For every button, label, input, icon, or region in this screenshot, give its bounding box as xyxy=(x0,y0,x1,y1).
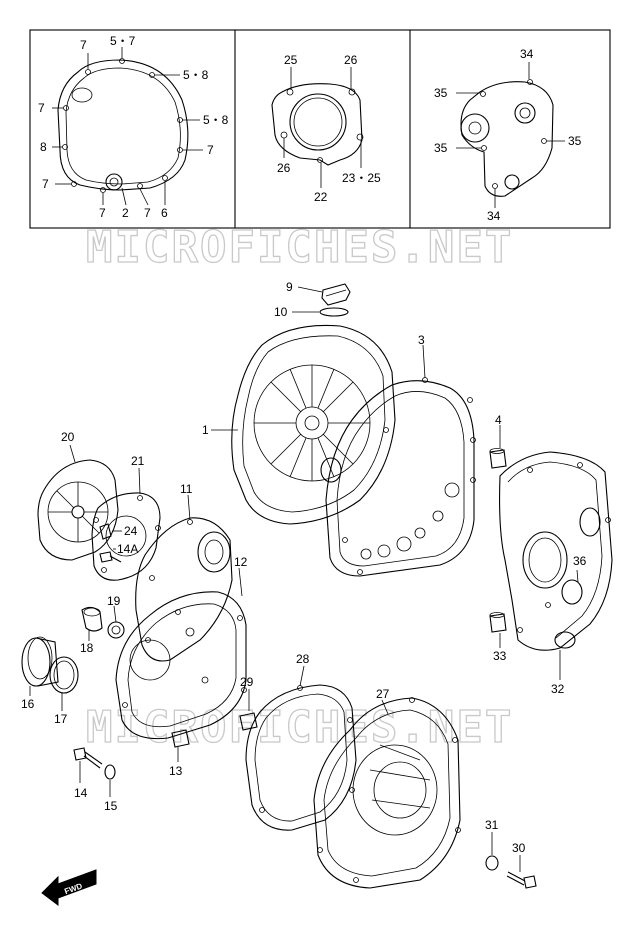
inset-left-label-7-bl: 7 xyxy=(42,177,49,191)
part-label-36: 36 xyxy=(573,554,587,568)
part-label-3: 3 xyxy=(418,333,425,347)
part-label-18: 18 xyxy=(80,641,94,655)
part-label-19: 19 xyxy=(107,594,121,608)
inset-mid-label-22: 22 xyxy=(314,190,328,204)
generator-gasket-28: 28 xyxy=(245,652,357,831)
oil-filler-cap: 9 10 xyxy=(274,280,351,319)
clutch-cover: 1 xyxy=(202,324,396,525)
part-label-29: 29 xyxy=(240,675,254,689)
inset-right-cover: 34 35 35 35 34 xyxy=(434,47,582,223)
pump-gasket: 21 24 14A xyxy=(91,454,161,581)
part-label-31: 31 xyxy=(485,818,499,832)
fitting-18: 18 xyxy=(80,606,103,655)
inset-right-label-35-right: 35 xyxy=(568,134,582,148)
part-label-33: 33 xyxy=(493,649,507,663)
generator-cover-27: 27 xyxy=(313,687,461,889)
inset-left-label-5-8-top: 5・8 xyxy=(183,68,209,82)
part-label-12: 12 xyxy=(234,555,248,569)
part-label-13: 13 xyxy=(169,764,183,778)
inset-mid-label-25: 25 xyxy=(284,53,298,67)
inset-left-label-5-8-right: 5・8 xyxy=(203,113,229,127)
watermark-bottom: MICROFICHES.NET xyxy=(86,702,513,753)
pump-gasket-12: 12 xyxy=(115,555,248,740)
water-pump-cover: 20 xyxy=(37,430,119,561)
part-label-15: 15 xyxy=(104,799,118,813)
part-label-1: 1 xyxy=(202,423,209,437)
dowel-pin-33: 33 xyxy=(489,612,507,663)
o-ring-19: 19 xyxy=(107,594,125,639)
inset-right-label-34-bottom: 34 xyxy=(487,209,501,223)
part-label-4: 4 xyxy=(495,413,502,427)
generator-cover-32: 36 32 xyxy=(499,451,613,696)
pump-body-11: 11 xyxy=(135,482,233,662)
bolt-14: 14 xyxy=(73,747,103,800)
forward-arrow-icon: FWD xyxy=(41,869,97,906)
inset-mid-label-23-25: 23・25 xyxy=(342,171,381,185)
inset-frame xyxy=(29,29,611,229)
part-label-24: 24 xyxy=(124,524,138,538)
part-label-14: 14 xyxy=(74,786,88,800)
part-label-32: 32 xyxy=(551,682,565,696)
inset-left-label-8: 8 xyxy=(40,140,47,154)
part-label-16: 16 xyxy=(21,697,35,711)
part-label-30: 30 xyxy=(512,841,526,855)
part-label-28: 28 xyxy=(296,652,310,666)
part-label-9: 9 xyxy=(286,280,293,294)
inset-right-label-35-top: 35 xyxy=(434,86,448,100)
dowel-pin-4: 4 xyxy=(489,413,507,469)
part-label-14A: 14A xyxy=(117,542,138,556)
bolt-30: 30 xyxy=(506,841,537,889)
watermark-top: MICROFICHES.NET xyxy=(86,222,513,273)
clutch-cover-gasket: 3 xyxy=(325,333,476,577)
inset-mid-cover: 25 26 26 23・25 22 xyxy=(271,53,381,204)
inset-left-label-5-7: 5・7 xyxy=(110,34,136,48)
dowel-pin-13: 13 xyxy=(169,729,190,778)
inset-left-label-7-top: 7 xyxy=(80,38,87,52)
inset-left-label-2: 2 xyxy=(122,206,129,220)
inset-left-label-6: 6 xyxy=(161,206,168,220)
inset-left-label-7-left: 7 xyxy=(38,101,45,115)
inset-right-label-35-left: 35 xyxy=(434,141,448,155)
washer-15: 15 xyxy=(104,764,118,813)
part-label-10: 10 xyxy=(274,305,288,319)
inset-left-label-7-b1: 7 xyxy=(99,206,106,220)
inset-left-label-7-right: 7 xyxy=(207,143,214,157)
part-label-20: 20 xyxy=(61,430,75,444)
inset-mid-label-26-bottom: 26 xyxy=(277,161,291,175)
o-ring-17: 17 xyxy=(49,656,79,726)
inset-right-label-34-top: 34 xyxy=(520,47,534,61)
seal-16: 16 xyxy=(21,636,59,711)
inset-mid-label-26-top: 26 xyxy=(344,53,358,67)
part-label-21: 21 xyxy=(131,454,145,468)
part-label-11: 11 xyxy=(180,482,193,496)
washer-31: 31 xyxy=(485,818,499,871)
part-label-17: 17 xyxy=(54,712,68,726)
inset-left-label-7-b2: 7 xyxy=(144,206,151,220)
part-label-27: 27 xyxy=(376,687,390,701)
inset-left-cover: 5・7 7 5・8 7 5・8 8 7 7 7 2 7 6 xyxy=(38,34,229,220)
dowel-pin-29: 29 xyxy=(239,675,258,731)
